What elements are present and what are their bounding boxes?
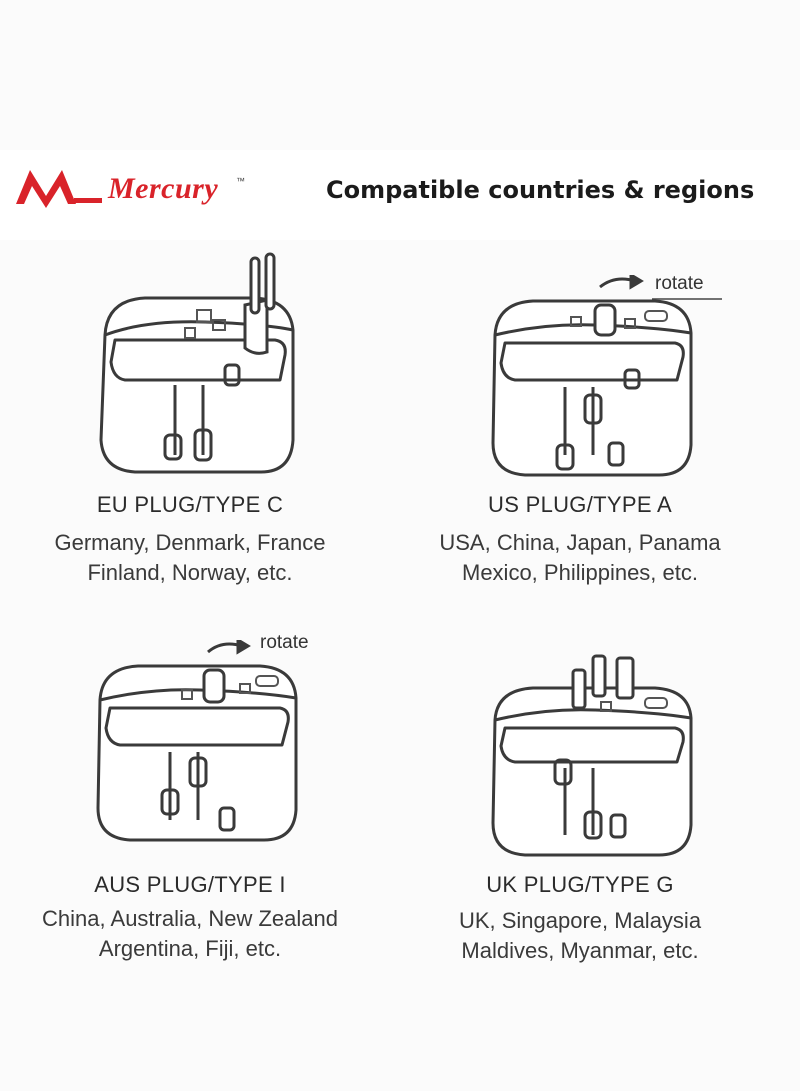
panel-title: UK PLUG/TYPE G xyxy=(486,872,674,897)
brand-name: Mercury xyxy=(108,172,219,205)
rotate-label: rotate xyxy=(655,273,704,294)
panel-aus: rotate AUS PLUG/TYPE I China, Australia,… xyxy=(0,620,400,961)
panel-title: EU PLUG/TYPE C xyxy=(96,492,284,517)
panel-countries-line-1: Germany, Denmark, France xyxy=(54,530,326,555)
panel-countries-line-1: UK, Singapore, Malaysia xyxy=(458,908,702,933)
eu-adapter-icon xyxy=(99,252,295,474)
panel-us: rotate US PLUG/TYPE A USA, China, Japan,… xyxy=(390,250,790,590)
panel-countries-line-1: USA, China, Japan, Panama xyxy=(439,530,721,555)
us-adapter-icon xyxy=(491,275,693,477)
header-band xyxy=(0,150,800,240)
panel-uk: UK PLUG/TYPE G UK, Singapore, Malaysia M… xyxy=(390,620,790,963)
aus-adapter-icon xyxy=(96,640,298,842)
rotate-underline xyxy=(652,298,722,300)
brand-logo: Mercury ™ xyxy=(12,162,262,222)
brand-trademark: ™ xyxy=(236,176,245,186)
mercury-m-icon xyxy=(16,170,102,208)
panel-countries-line-1: China, Australia, New Zealand xyxy=(42,906,338,931)
uk-adapter-icon xyxy=(491,654,693,857)
panel-countries-line-2: Maldives, Myanmar, etc. xyxy=(461,938,699,963)
panel-countries-line-2: Argentina, Fiji, etc. xyxy=(98,936,282,961)
panel-title: US PLUG/TYPE A xyxy=(488,492,672,517)
panel-countries-line-2: Finland, Norway, etc. xyxy=(87,560,293,585)
page-title: Compatible countries & regions xyxy=(326,176,755,204)
panel-countries-line-2: Mexico, Philippines, etc. xyxy=(462,560,698,585)
panel-eu: EU PLUG/TYPE C Germany, Denmark, France … xyxy=(0,250,400,590)
panel-title: AUS PLUG/TYPE I xyxy=(94,872,286,897)
rotate-label: rotate xyxy=(260,632,309,653)
